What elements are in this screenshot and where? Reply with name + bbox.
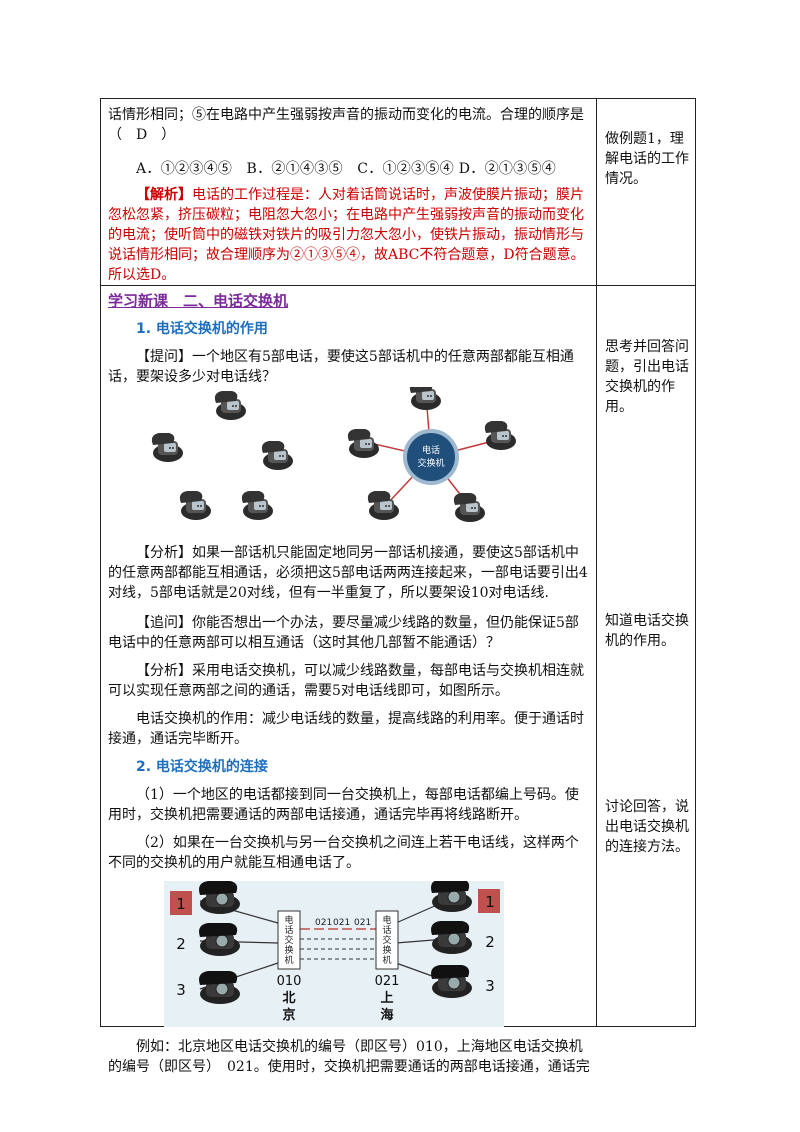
connection-1: （1）一个地区的电话都接到同一台交换机上，每部电话都编上号码。使用时，交换机把需… <box>108 787 579 823</box>
subsection-2-title: 2. 电话交换机的连接 <box>136 759 268 775</box>
phone-icon <box>241 491 273 520</box>
side-note-3: 讨论回答，说出电话交换机的连接方法。 <box>605 799 689 855</box>
phone-icon <box>430 964 473 999</box>
column-divider <box>596 99 597 1026</box>
analysis-text: 电话的工作过程是：人对着话筒说话时，声波使膜片振动；膜片忽松忽紧，挤压碳粒；电阻… <box>108 187 585 283</box>
phone-icon <box>430 920 473 955</box>
right-number: 2 <box>485 933 495 951</box>
new-lesson-cell: 学习新课 二、电话交换机 1. 电话交换机的作用 【提问】一个地区有5部电话，要… <box>108 291 591 1077</box>
svg-text:交: 交 <box>382 934 391 946</box>
analysis-2: 【分析】采用电话交换机，可以减少线路数量，每部电话与交换机相连就可以实现任意两部… <box>108 663 584 699</box>
number-highlight <box>478 889 500 913</box>
intercity-figure: 021 021 021 电 话 交 换 机 电 话 交 换 机 010 北 京 … <box>164 881 504 1027</box>
svg-text:海: 海 <box>380 1007 393 1023</box>
beijing-switch <box>277 910 301 970</box>
row-divider <box>101 285 695 286</box>
side-note-1: 思考并回答问题，引出电话交换机的作用。 <box>605 339 689 415</box>
trunk-label: 021 <box>315 918 332 928</box>
phone-icon <box>453 493 485 522</box>
left-number: 3 <box>176 981 186 999</box>
connection-2: （2）如果在一台交换机与另一台交换机之间连上若干电话线，这样两个不同的交换机的用… <box>108 835 579 871</box>
analysis-tag: 【解析】 <box>136 187 192 203</box>
phone-icon <box>261 441 293 470</box>
example-cell: 话情形相同；⑤在电路中产生强弱按声音的振动而变化的电流。合理的顺序是（ D ） … <box>108 105 591 285</box>
right-number: 3 <box>485 977 495 995</box>
left-number: 1 <box>176 895 186 913</box>
phone-icon <box>151 433 183 462</box>
question-text: 话情形相同；⑤在电路中产生强弱按声音的振动而变化的电流。合理的顺序是（ D ） <box>108 107 584 143</box>
switch-role: 电话交换机的作用：减少电话线的数量，提高线路的利用率。便于通话时接通，通话完毕断… <box>108 711 584 747</box>
switch-label-bottom: 交换机 <box>417 457 444 469</box>
example-text: 例如：北京地区电话交换机的编号（即区号）010，上海地区电话交换机的编号（即区号… <box>108 1039 590 1075</box>
side-note-example: 做例题1，理解电话的工作情况。 <box>605 131 689 187</box>
trunk-label: 021 <box>333 918 350 928</box>
svg-text:机: 机 <box>284 954 293 966</box>
beijing-code: 010 <box>277 974 302 989</box>
switch-star: 电话 交换机 <box>369 394 502 508</box>
phone-icon <box>198 881 241 915</box>
svg-text:电: 电 <box>284 914 293 926</box>
svg-text:话: 话 <box>284 924 293 936</box>
phone-icon <box>347 429 379 458</box>
phone-icon <box>179 491 211 520</box>
lesson-table: 话情形相同；⑤在电路中产生强弱按声音的振动而变化的电流。合理的顺序是（ D ） … <box>100 98 696 1075</box>
shanghai-switch <box>375 910 399 970</box>
svg-text:换: 换 <box>284 944 293 956</box>
question-1: 【提问】一个地区有5部电话，要使这5部话机中的任意两部都能互相通话，要架设多少对… <box>108 349 574 385</box>
right-number: 1 <box>485 893 495 911</box>
svg-text:换: 换 <box>382 944 391 956</box>
side-note-2: 知道电话交换机的作用。 <box>605 613 689 649</box>
svg-text:交: 交 <box>284 934 293 946</box>
answer-options: A．①②③④⑤ B．②①④③⑤ C．①②③⑤④ D．②①③⑤④ <box>136 161 557 177</box>
phone-network-figure: 电话 交换机 <box>151 387 516 522</box>
svg-text:上: 上 <box>380 991 393 1006</box>
left-number: 2 <box>176 935 186 953</box>
subsection-1-title: 1. 电话交换机的作用 <box>136 321 268 337</box>
svg-text:话: 话 <box>382 924 391 936</box>
switch-label-top: 电话 <box>422 444 440 456</box>
svg-text:京: 京 <box>282 1007 295 1023</box>
switch-hub <box>403 429 459 485</box>
phone-icon <box>409 387 441 410</box>
number-highlight <box>170 891 192 915</box>
analysis-1: 【分析】如果一部话机只能固定地同另一部话机接通，要使这5部话机中的任意两部都能互… <box>108 545 588 601</box>
trunk-label: 021 <box>354 918 371 928</box>
svg-text:机: 机 <box>382 954 391 966</box>
phone-icon <box>430 881 473 913</box>
phone-icon <box>198 970 241 1005</box>
section-title: 学习新课 二、电话交换机 <box>108 292 289 310</box>
analysis: 【解析】电话的工作过程是：人对着话筒说话时，声波使膜片振动；膜片忽松忽紧，挤压碳… <box>108 185 591 285</box>
phone-icon <box>214 391 246 420</box>
svg-text:电: 电 <box>382 914 391 926</box>
phone-icon <box>198 922 241 957</box>
svg-text:北: 北 <box>282 991 295 1006</box>
shanghai-code: 021 <box>375 974 400 989</box>
phone-icon <box>484 421 516 450</box>
question-2: 【追问】你能否想出一个办法，要尽量减少线路的数量，但仍能保证5部电话中的任意两部… <box>108 615 579 651</box>
